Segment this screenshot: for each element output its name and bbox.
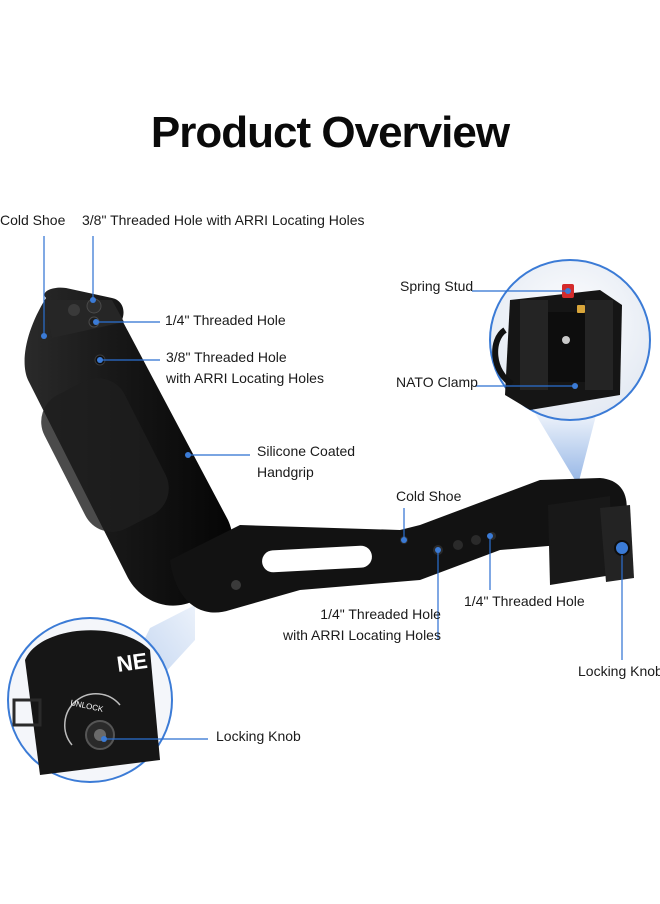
nato-clamp-zoom-callout: [489, 259, 651, 421]
label-cold-shoe-top: Cold Shoe: [0, 212, 66, 228]
label-spring-stud: Spring Stud: [400, 278, 474, 294]
locking-knob-zoom-callout: [7, 617, 173, 783]
label-quarter-arri: 1/4" Threaded Hole with ARRI Locating Ho…: [283, 604, 441, 646]
page-title: Product Overview: [150, 108, 510, 157]
label-handgrip: Silicone Coated Handgrip: [257, 441, 355, 483]
label-threaded-hole-arri-side: 3/8" Threaded Hole with ARRI Locating Ho…: [166, 347, 324, 389]
brand-fragment: NE: [115, 648, 149, 677]
label-quarter-threaded-hole-arm: 1/4" Threaded Hole: [464, 593, 585, 609]
label-locking-knob-left: Locking Knob: [216, 728, 301, 744]
label-quarter-arri-line1: 1/4" Threaded Hole: [320, 606, 441, 622]
label-threaded-hole-arri-side-line1: 3/8" Threaded Hole: [166, 349, 287, 365]
callout-markers: [41, 288, 578, 742]
label-handgrip-line1: Silicone Coated: [257, 443, 356, 459]
callout-lines: [43, 236, 623, 740]
extension-arm: [170, 478, 634, 613]
label-quarter-arri-line2: with ARRI Locating Holes: [283, 627, 441, 643]
label-handgrip-line2: Handgrip: [257, 464, 314, 480]
label-locking-knob-right: Locking Knob: [578, 663, 660, 679]
zoom-beam-right: [530, 400, 600, 485]
label-threaded-hole-arri-top: 3/8" Threaded Hole with ARRI Locating Ho…: [82, 212, 365, 228]
label-nato-clamp: NATO Clamp: [396, 374, 478, 390]
label-quarter-threaded-hole-top: 1/4" Threaded Hole: [165, 312, 286, 328]
handgrip-body: [24, 287, 233, 606]
label-cold-shoe-arm: Cold Shoe: [396, 488, 462, 504]
label-threaded-hole-arri-side-line2: with ARRI Locating Holes: [166, 370, 324, 386]
